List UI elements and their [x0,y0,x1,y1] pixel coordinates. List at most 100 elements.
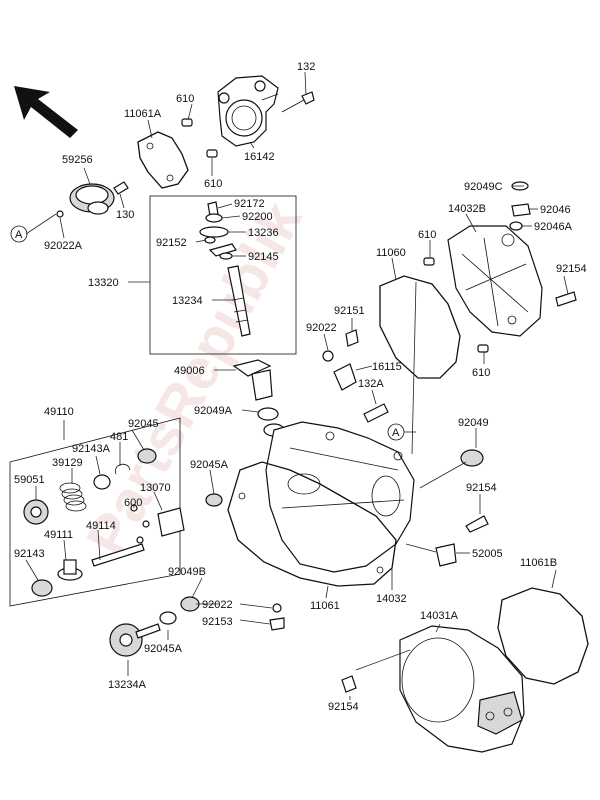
water-pump-cover [217,75,279,147]
label-92022A: 92022A [44,240,83,252]
label-92145: 92145 [248,251,279,263]
label-13320: 13320 [88,277,119,289]
label-92049: 92049 [458,417,489,429]
label-92045A: 92045A [144,643,183,655]
bolt-92153 [269,617,285,631]
label-92046: 92046 [540,204,571,216]
washer-92022-b [272,603,282,613]
shaft-49114 [91,543,145,567]
washer-92022 [322,350,334,362]
part-labels: 132 610 11061A 16142 610 59256 130 92022… [14,61,587,713]
gear-59051 [23,499,49,525]
label-14032B: 14032B [448,203,486,215]
impeller-59256 [69,183,115,215]
label-600: 600 [124,497,142,509]
label-92045A: 92045A [190,459,229,471]
label-49006: 49006 [174,365,205,377]
shaft-13234 [208,243,251,337]
label-92143: 92143 [14,548,45,560]
label-14032: 14032 [376,593,407,605]
bolt-132 [281,91,315,113]
ref-a-label: A [15,229,23,241]
gasket-hole [376,566,384,574]
bolt-132A [363,403,389,423]
label-14031A: 14031A [420,610,459,622]
washer-92200 [205,213,223,223]
governor-49006 [232,359,273,401]
pump-cover-gasket-11061A [137,131,189,189]
label-92143A: 92143A [72,443,111,455]
gasket-hole [238,492,246,500]
seal-92049A [257,407,279,421]
label-92200: 92200 [242,211,273,223]
label-132: 132 [297,61,315,73]
label-49114: 49114 [86,520,116,532]
label-13234: 13234 [172,295,203,307]
label-13236: 13236 [248,227,279,239]
label-13070: 13070 [140,482,171,494]
spring-39129 [59,482,87,512]
label-49110: 49110 [44,406,74,418]
label-59051: 59051 [14,474,45,486]
clutch-cover-14032 [265,421,415,573]
label-130: 130 [116,209,134,221]
label-13234A: 13234A [108,679,147,691]
label-610: 610 [418,229,436,241]
label-610: 610 [472,367,490,379]
label-11061: 11061 [310,600,340,612]
group-frame-49110 [9,417,181,607]
washer-92022A [56,210,64,218]
seal-92045A [205,493,223,507]
label-59256: 59256 [62,154,93,166]
dowel-pin [477,344,489,353]
leader-lines [25,71,569,700]
bolt-92154-b [465,515,489,533]
plug-16115 [333,363,357,391]
bolt-92151 [345,329,359,347]
ball-600 [136,536,144,544]
seal-92045A-b [159,611,177,625]
label-11061A: 11061A [124,108,162,120]
gasket-11060 [379,275,461,379]
label-132A: 132A [358,378,384,390]
label-92154: 92154 [556,263,587,275]
ref-a-marker [10,225,28,243]
bolt-130 [113,181,129,195]
label-92022: 92022 [202,599,233,611]
label-92154: 92154 [466,482,497,494]
label-92049A: 92049A [194,405,233,417]
washer-92143A [93,474,111,490]
bolt-92154-c [341,675,357,693]
label-11061B: 11061B [520,557,557,569]
bearing-92045 [137,448,157,464]
circlip-481 [114,463,131,475]
label-39129: 39129 [52,457,83,469]
gasket-11061B [497,587,589,685]
washer-92143 [31,579,53,597]
dowel-pin [206,149,218,158]
gear-shaft-13234A [109,623,161,657]
label-92046A: 92046A [534,221,573,233]
pin-92152 [204,236,216,244]
holder-49111 [57,559,83,581]
washer-92145 [219,252,233,260]
label-52005: 52005 [472,548,503,560]
bolt-92154 [555,291,577,307]
label-92172: 92172 [234,198,265,210]
arrow-up-left-icon [14,86,78,138]
dowel-pin [423,257,435,266]
ref-a-label: A [392,427,400,439]
dowel-pin [181,118,193,127]
plate-13236 [199,226,229,238]
outer-cover-14031A [399,625,525,753]
bolt-92046 [511,203,531,217]
label-11060: 11060 [376,247,406,259]
label-16115: 16115 [372,361,402,373]
label-481: 481 [110,431,128,443]
label-92152: 92152 [156,237,187,249]
label-92022: 92022 [306,322,337,334]
label-16142: 16142 [244,151,275,163]
label-92049B: 92049B [168,566,206,578]
bushing-92046A [509,221,523,231]
